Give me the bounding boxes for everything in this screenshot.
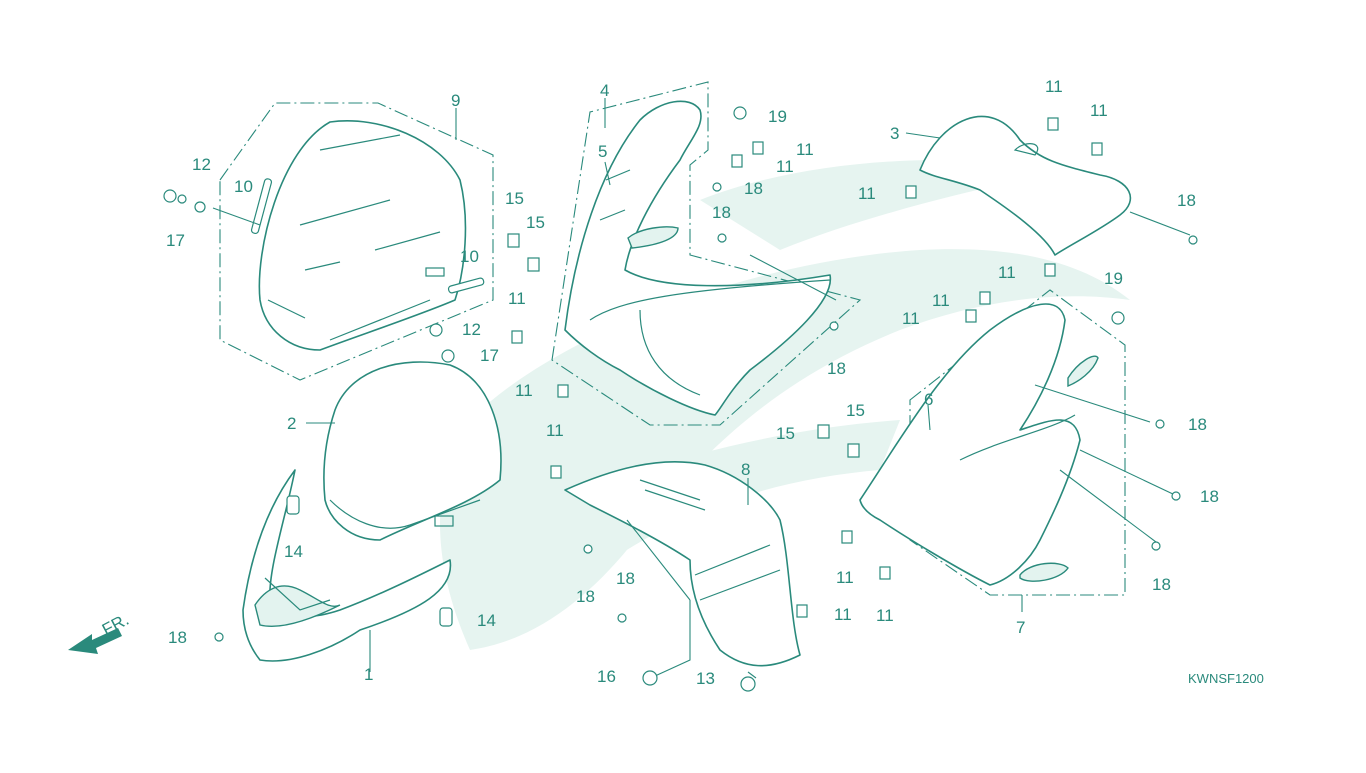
callout-label: 13 xyxy=(696,669,715,688)
callout-label: 18 xyxy=(712,203,731,222)
callout-label: 11 xyxy=(1090,101,1108,120)
hardware-parts xyxy=(163,106,1198,692)
callout-label: 18 xyxy=(576,587,595,606)
callout-label: 18 xyxy=(1200,487,1219,506)
trim-strips-part-10 xyxy=(250,178,485,294)
callout-label: 19 xyxy=(1104,269,1123,288)
group-outline-9 xyxy=(219,102,494,381)
callout-label: 6 xyxy=(924,390,933,409)
callout-label: 18 xyxy=(168,628,187,647)
callout-label: 14 xyxy=(477,611,496,630)
callout-label: 11 xyxy=(796,140,814,159)
callout-label: 12 xyxy=(462,320,481,339)
callout-label: 18 xyxy=(1177,191,1196,210)
callout-label: 16 xyxy=(597,667,616,686)
inner-fairing-part-4-5 xyxy=(564,100,832,416)
front-direction-arrow: FR. xyxy=(68,610,132,654)
top-panel-part-3 xyxy=(919,115,1132,256)
callout-label: 2 xyxy=(287,414,296,433)
callout-label: 11 xyxy=(515,381,533,400)
callout-label: 11 xyxy=(998,263,1016,282)
callout-labels: 9 10 10 12 17 12 17 15 15 11 4 5 19 11 1… xyxy=(166,77,1219,688)
callout-label: 14 xyxy=(284,542,303,561)
callout-label: 11 xyxy=(932,291,950,310)
callout-label: 18 xyxy=(827,359,846,378)
callout-label: 3 xyxy=(890,124,899,143)
leader-lines xyxy=(212,98,1191,679)
lower-inner-panel-part-8 xyxy=(564,461,801,667)
callout-label: 18 xyxy=(744,179,763,198)
callout-label: 9 xyxy=(451,91,460,110)
callout-label: 10 xyxy=(460,247,479,266)
callout-label: 11 xyxy=(776,157,794,176)
screen-part-2 xyxy=(323,361,502,541)
callout-label: 10 xyxy=(234,177,253,196)
callout-label: 11 xyxy=(858,184,876,203)
callout-label: 15 xyxy=(505,189,524,208)
callout-label: 11 xyxy=(1045,77,1063,96)
callout-label: 5 xyxy=(598,142,607,161)
lower-cowl-part-1 xyxy=(242,469,452,662)
group-outline-4-5 xyxy=(551,81,862,426)
callout-label: 18 xyxy=(1152,575,1171,594)
callout-label: 11 xyxy=(876,606,894,625)
callout-label: 18 xyxy=(616,569,635,588)
callout-label: 11 xyxy=(546,421,564,440)
callout-label: 15 xyxy=(776,424,795,443)
callout-label: 4 xyxy=(600,81,609,100)
callout-label: 15 xyxy=(846,401,865,420)
callout-label: 18 xyxy=(1188,415,1207,434)
callout-label: 12 xyxy=(192,155,211,174)
callout-label: 19 xyxy=(768,107,787,126)
callout-label: 11 xyxy=(902,309,920,328)
callout-label: 11 xyxy=(834,605,852,624)
side-cowl-part-6-7 xyxy=(859,303,1099,586)
callout-label: 8 xyxy=(741,460,750,479)
callout-label: 7 xyxy=(1016,618,1025,637)
callout-label: 17 xyxy=(480,346,499,365)
callout-label: 15 xyxy=(526,213,545,232)
callout-label: 11 xyxy=(508,289,526,308)
callout-label: 1 xyxy=(364,665,373,684)
drawing-code: KWNSF1200 xyxy=(1188,671,1264,686)
callout-label: 17 xyxy=(166,231,185,250)
callout-label: 11 xyxy=(836,568,854,587)
windscreen-part-9 xyxy=(258,120,467,351)
